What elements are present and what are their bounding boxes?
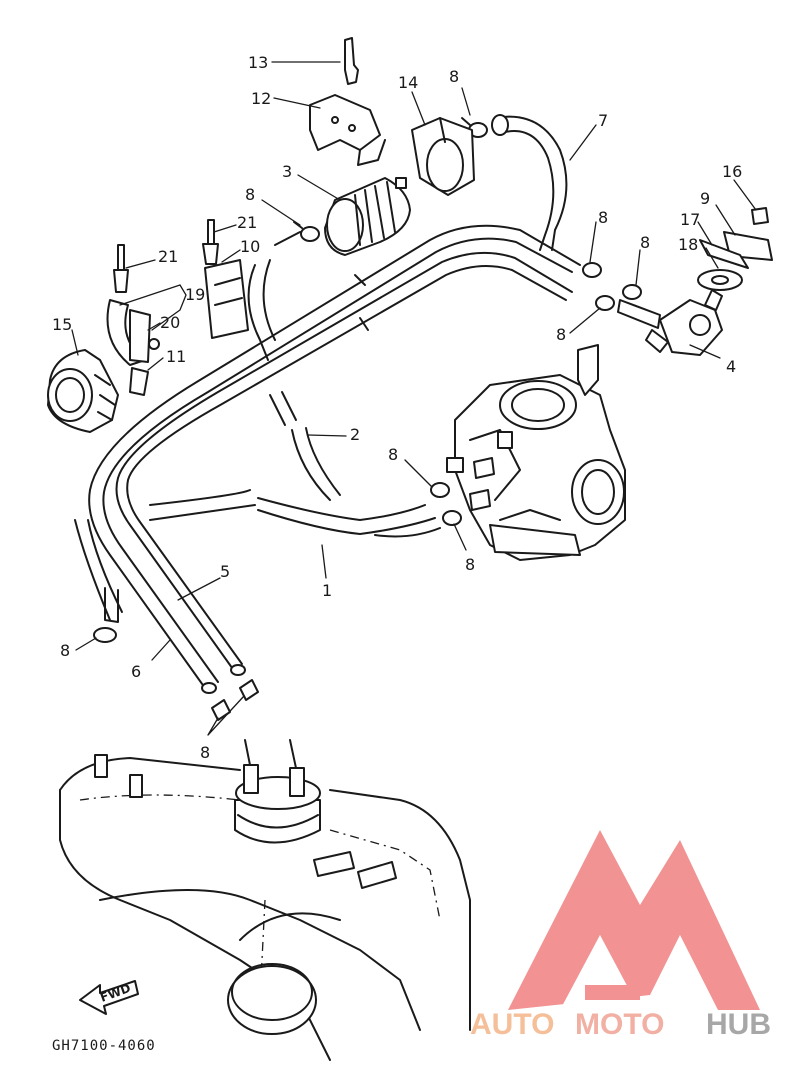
callout-8: 8 (598, 208, 608, 227)
callout-8: 8 (465, 555, 475, 574)
callout-21: 21 (158, 247, 178, 266)
automotohub-logo (508, 830, 760, 1010)
fuel-cock-fittings (697, 207, 773, 291)
callout-7: 7 (598, 111, 608, 130)
callout-1: 1 (322, 581, 332, 600)
callout-16: 16 (722, 162, 742, 181)
callout-4: 4 (726, 357, 736, 376)
watermark-hub: HUB (706, 1008, 771, 1041)
carburetor (446, 344, 626, 561)
automotohub-wordmark: AUTO MOTO HUB (470, 1008, 771, 1041)
callout-9: 9 (700, 189, 710, 208)
callout-2: 2 (350, 425, 360, 444)
callout-10: 10 (240, 237, 260, 256)
callout-3: 3 (282, 162, 292, 181)
watermark-auto: AUTO (470, 1008, 554, 1041)
callout-8: 8 (388, 445, 398, 464)
hose-1-2 (149, 231, 441, 538)
logo-shape (508, 830, 760, 1010)
callout-6: 6 (131, 662, 141, 681)
callout-19: 19 (185, 285, 205, 304)
drawing-code: GH7100-4060 (52, 1038, 156, 1054)
callout-5: 5 (220, 562, 230, 581)
forward-arrow-icon: FWD (79, 980, 139, 1015)
hose-5-6 (74, 224, 581, 694)
fuel-cock (617, 289, 723, 356)
hose-7 (491, 114, 568, 251)
callout-labels: 13 12 14 8 7 3 8 16 9 21 10 21 17 18 8 8… (52, 53, 742, 762)
callout-20: 20 (160, 313, 180, 332)
fuel-tank (59, 739, 471, 1061)
holder-14 (411, 117, 475, 196)
callout-17: 17 (680, 210, 700, 229)
boot-15 (47, 349, 119, 433)
callout-18: 18 (678, 235, 698, 254)
callout-15: 15 (52, 315, 72, 334)
callout-14: 14 (398, 73, 418, 92)
watermark-moto: MOTO (575, 1008, 664, 1041)
hose-clamps (93, 117, 642, 721)
callout-8: 8 (449, 67, 459, 86)
callout-13: 13 (248, 53, 268, 72)
callout-8: 8 (556, 325, 566, 344)
leader-lines (71, 61, 757, 736)
callout-8: 8 (245, 185, 255, 204)
callout-11: 11 (166, 347, 186, 366)
callout-8: 8 (200, 743, 210, 762)
fuel-filter (324, 177, 411, 256)
callout-8: 8 (640, 233, 650, 252)
clamp-assembly (106, 219, 249, 396)
bracket-12 (309, 94, 386, 166)
callout-21: 21 (237, 213, 257, 232)
callout-12: 12 (251, 89, 271, 108)
callout-8: 8 (60, 641, 70, 660)
pin-13 (344, 37, 359, 85)
